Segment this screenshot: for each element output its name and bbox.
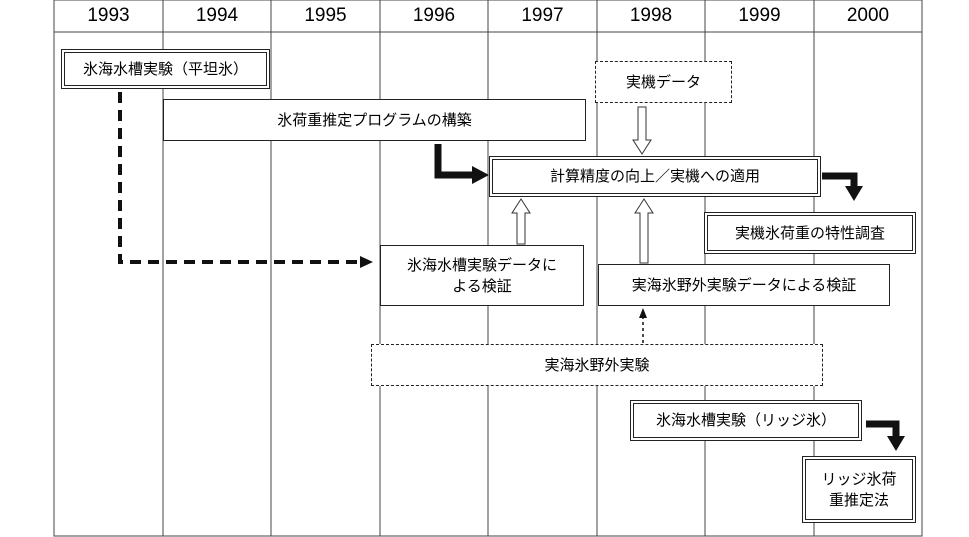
field-data-verification-box: 実海氷野外実験データによる検証	[598, 264, 890, 306]
full-scale-characteristics-box: 実機氷荷重の特性調査	[704, 212, 916, 254]
year-header-2000: 2000	[846, 5, 890, 26]
year-header-1996: 1996	[412, 5, 456, 26]
year-header-1994: 1994	[195, 5, 239, 26]
field-test-box: 実海氷野外実験	[371, 344, 823, 386]
accuracy-improvement-box: 計算精度の向上／実機への適用	[489, 156, 821, 197]
ice-load-program-box: 氷荷重推定プログラムの構築	[163, 99, 586, 141]
year-header-1998: 1998	[629, 5, 673, 26]
ridge-load-method-box: リッジ氷荷 重推定法	[802, 456, 916, 523]
tank-data-verification-box: 氷海水槽実験データに よる検証	[380, 245, 584, 306]
year-header-1993: 1993	[87, 5, 130, 26]
flat-ice-tank-test-box: 氷海水槽実験（平坦氷）	[61, 49, 270, 89]
year-header-1997: 1997	[521, 5, 564, 26]
year-header-1999: 1999	[738, 5, 781, 26]
year-header-1995: 1995	[304, 5, 347, 26]
full-scale-data-box: 実機データ	[595, 61, 732, 103]
ridge-ice-tank-test-box: 氷海水槽実験（リッジ氷）	[630, 400, 862, 441]
